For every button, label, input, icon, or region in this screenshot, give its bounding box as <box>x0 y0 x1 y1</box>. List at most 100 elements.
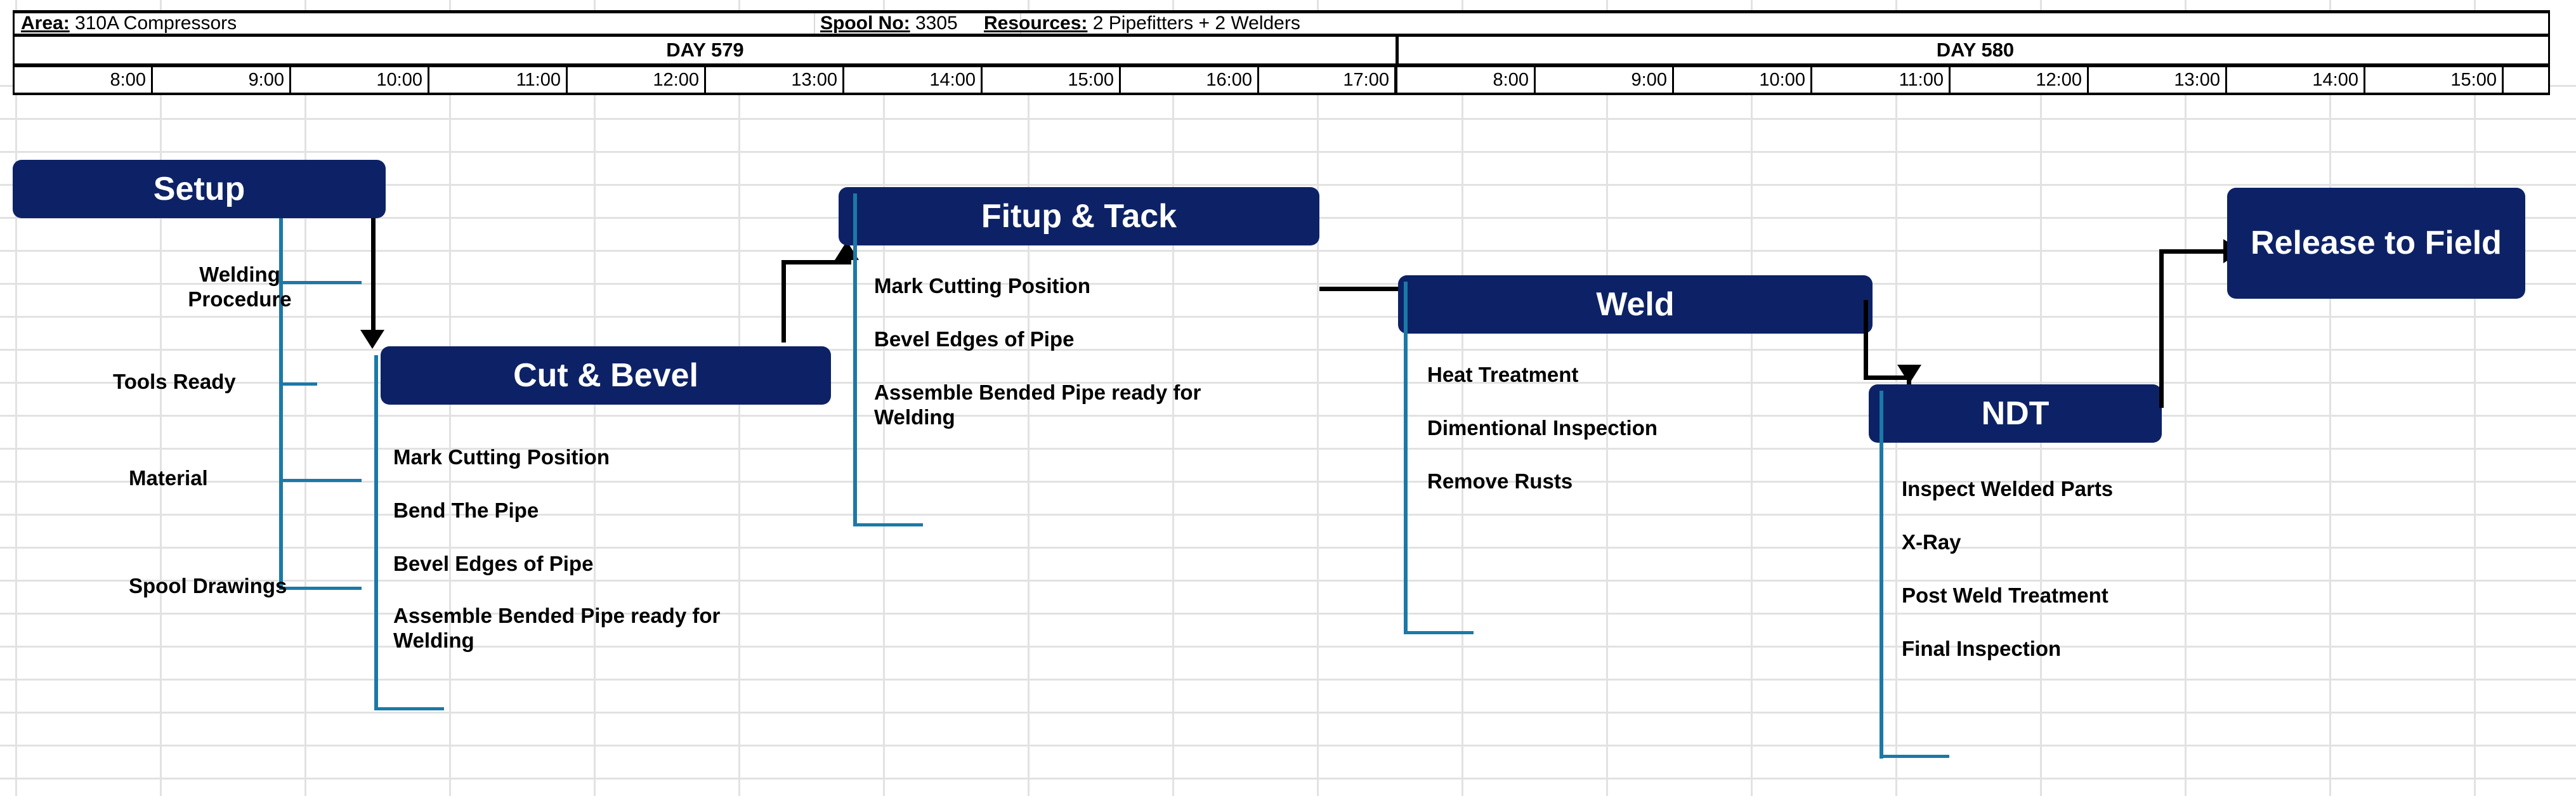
hour-cell-day-579-17-00: 17:00 <box>1259 67 1397 93</box>
grid-line-horizontal <box>0 349 2576 351</box>
info-resources: Resources: 2 Pipefitters + 2 Welders <box>984 13 1300 34</box>
stage-box-setup[interactable]: Setup <box>13 160 386 218</box>
connector-arrow-setup-to-cut <box>360 330 384 349</box>
info-spool-label: Spool No: <box>820 13 910 34</box>
hour-cell-day-580-8-00: 8:00 <box>1397 67 1536 93</box>
bracket-tick-weld-end <box>1404 631 1474 634</box>
hour-cell-day-579-12-00: 12:00 <box>568 67 706 93</box>
hour-cell-day-579-14-00: 14:00 <box>844 67 983 93</box>
bracket-tick-cut-bevel-end <box>374 707 444 710</box>
grid-line-horizontal <box>0 151 2576 153</box>
task-setup-2: Material <box>129 466 208 490</box>
bracket-rail-ndt <box>1880 391 1883 759</box>
hour-label: 15:00 <box>1068 69 1114 90</box>
task-setup-1: Tools Ready <box>113 370 236 393</box>
bracket-rail-fitup-tack <box>853 193 857 526</box>
grid-line-horizontal <box>0 283 2576 285</box>
task-setup-0: Welding Procedure <box>188 263 292 311</box>
grid-line-horizontal <box>0 745 2576 747</box>
hour-cell-day-580-10-00: 10:00 <box>1674 67 1812 93</box>
bracket-tick-fitup-tack-end <box>853 523 923 526</box>
bracket-tick-setup-1 <box>279 382 317 386</box>
hour-cell-day-579-16-00: 16:00 <box>1121 67 1259 93</box>
grid-line-vertical <box>2474 0 2476 796</box>
grid-line-horizontal <box>0 778 2576 780</box>
hour-cell-day-580-11-00: 11:00 <box>1812 67 1951 93</box>
grid-line-vertical <box>1461 0 1463 796</box>
task-ndt-0: Inspect Welded Parts <box>1902 477 2114 500</box>
hour-cell-day-579-9-00: 9:00 <box>153 67 291 93</box>
hour-cell-day-580-9-00: 9:00 <box>1536 67 1674 93</box>
hour-label: 9:00 <box>248 69 284 90</box>
grid-line-horizontal <box>0 448 2576 450</box>
grid-line-vertical <box>1028 0 1030 796</box>
grid-line-vertical <box>1751 0 1753 796</box>
hour-label: 13:00 <box>791 69 837 90</box>
grid-line-vertical <box>160 0 162 796</box>
grid-line-horizontal <box>0 118 2576 120</box>
task-setup-3: Spool Drawings <box>129 574 287 597</box>
hour-label: 10:00 <box>376 69 422 90</box>
hour-label: 16:00 <box>1206 69 1252 90</box>
task-fitup-tack-0: Mark Cutting Position <box>874 274 1090 297</box>
connector-fitup-to-weld-h1 <box>1319 287 1446 291</box>
stage-title-ndt: NDT <box>1981 395 2050 432</box>
grid-line-vertical <box>1172 0 1174 796</box>
bracket-rail-cut-bevel <box>374 355 378 710</box>
hour-cell-day-580-13-00: 13:00 <box>2089 67 2227 93</box>
connector-weld-to-ndt-v1 <box>1864 300 1868 379</box>
bracket-rail-setup <box>279 218 283 590</box>
task-ndt-3: Final Inspection <box>1902 637 2062 660</box>
connector-cut-to-fitup-v <box>781 260 786 343</box>
hour-cell-day-580-14-00: 14:00 <box>2227 67 2365 93</box>
grid-line-horizontal <box>0 679 2576 681</box>
hour-label: 15:00 <box>2450 69 2497 90</box>
hour-cell-day-579-13-00: 13:00 <box>706 67 844 93</box>
grid-line-horizontal <box>0 415 2576 417</box>
hour-label: 10:00 <box>1759 69 1805 90</box>
hour-label: 9:00 <box>1631 69 1667 90</box>
grid-line-vertical <box>15 0 17 796</box>
day-header-579: DAY 579 <box>666 39 744 61</box>
hour-label: 8:00 <box>1493 69 1529 90</box>
grid-line-horizontal <box>0 580 2576 582</box>
hour-label: 17:00 <box>1343 69 1389 90</box>
hour-label: 11:00 <box>1899 69 1944 90</box>
stage-title-cut-bevel: Cut & Bevel <box>513 356 698 394</box>
stage-box-ndt[interactable]: NDT <box>1869 384 2162 443</box>
stage-box-cut-bevel[interactable]: Cut & Bevel <box>381 346 831 405</box>
stage-box-fitup-tack[interactable]: Fitup & Tack <box>839 187 1319 245</box>
grid-line-horizontal <box>0 481 2576 483</box>
bracket-tick-setup-3 <box>279 587 362 590</box>
hour-cell-day-579-11-00: 11:00 <box>429 67 568 93</box>
grid-line-horizontal <box>0 250 2576 252</box>
grid-line-vertical <box>1606 0 1608 796</box>
task-cut-bevel-3: Assemble Bended Pipe ready for Welding <box>393 604 721 652</box>
grid-line-horizontal <box>0 316 2576 318</box>
grid-line-horizontal <box>0 382 2576 384</box>
bracket-rail-weld <box>1404 282 1408 634</box>
info-area: Area: 310A Compressors <box>21 13 237 34</box>
hour-cell-day-580-12-00: 12:00 <box>1951 67 2089 93</box>
grid-line-vertical <box>2185 0 2187 796</box>
connector-weld-to-ndt-h <box>1864 375 1911 380</box>
stage-box-release[interactable]: Release to Field <box>2227 188 2525 299</box>
hour-cell-day-580-15-00: 15:00 <box>2365 67 2504 93</box>
connector-ndt-to-release-h <box>2159 249 2229 254</box>
grid-line-horizontal <box>0 646 2576 648</box>
connector-cut-to-fitup-h <box>781 260 851 264</box>
info-spool: Spool No: 3305 <box>820 13 958 34</box>
task-cut-bevel-0: Mark Cutting Position <box>393 445 610 469</box>
stage-title-setup: Setup <box>153 170 245 207</box>
info-resources-label: Resources: <box>984 13 1088 34</box>
connector-ndt-to-release-v <box>2159 249 2164 408</box>
hour-label: 12:00 <box>653 69 699 90</box>
stage-title-weld: Weld <box>1596 285 1675 323</box>
task-weld-1: Dimentional Inspection <box>1427 416 1658 440</box>
grid-line-vertical <box>2329 0 2331 796</box>
grid-line-horizontal <box>0 547 2576 549</box>
stage-box-weld[interactable]: Weld <box>1398 275 1873 334</box>
grid-line-vertical <box>883 0 885 796</box>
